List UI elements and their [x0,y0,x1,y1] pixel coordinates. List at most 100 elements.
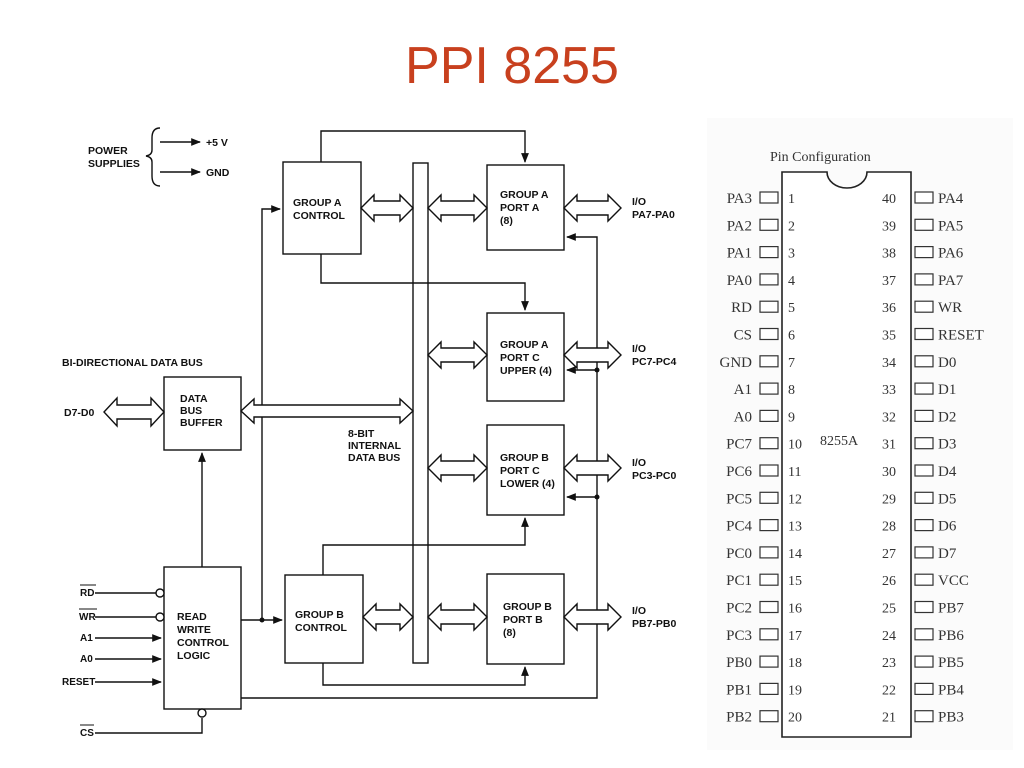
arrow-bus-portb [427,602,488,632]
porta-line-1: GROUP A [500,189,549,201]
cs-bubble [197,708,207,718]
pin-box-right [914,218,934,231]
pin-num-left: 13 [788,520,802,535]
arrow-portb-io [563,602,622,632]
arrow-bus-pcu [427,340,488,370]
pin-box-right [914,327,934,341]
pin-num-left: 7 [788,356,795,371]
pin-name-left: PC3 [726,628,752,644]
arrow-pcu-io [563,340,622,370]
pin-box-right [914,628,934,641]
pin-name-left: PC2 [726,601,752,617]
arrow-bus-porta [427,193,488,223]
pin-name-left: CS [734,328,752,344]
link-gbc-portb [322,663,529,686]
gbc-line-2: CONTROL [295,622,347,634]
pin-name-right: PB7 [938,601,964,617]
pin-num-left: 14 [788,547,802,562]
pcl-line-1: GROUP B [500,452,549,464]
pin-name-right: PB3 [938,710,964,726]
input-reset: RESET [62,677,95,688]
rw-line-1: READ [177,611,207,623]
pin-num-right: 26 [882,574,896,589]
pin-name-left: PA2 [727,218,752,234]
arrow-buffer-internal [239,397,415,425]
io-range-pcu: PC7-PC4 [632,356,677,368]
pin-num-left: 15 [788,574,802,589]
pin-box-left [759,382,779,395]
pin-box-right [914,382,934,395]
io-label-portb: I/O [632,605,646,617]
porta-line-3: (8) [500,215,513,227]
pin-name-right: PA6 [938,246,964,262]
pin-box-left [759,409,779,422]
pin-name-left: PC7 [726,437,752,453]
pin-box-right [914,300,934,313]
pin-name-right: PA7 [938,273,964,289]
pin-box-left [759,246,779,259]
pin-box-right [914,600,934,614]
pin-name-left: PC5 [726,491,752,507]
pin-num-right: 32 [882,410,896,425]
pin-name-left: PA0 [727,273,752,289]
pin-name-left: PB2 [726,710,752,726]
io-label-pcl: I/O [632,457,646,469]
pcu-line-2: PORT C [500,352,540,364]
input-cs: CS [80,728,94,739]
pin-name-right: PA5 [938,218,963,234]
pin-box-left [759,273,779,286]
pin-name-right: WR [938,300,962,316]
pin-num-right: 40 [882,192,896,207]
pin-num-right: 24 [882,629,896,644]
pin-box-left [759,628,779,641]
pin-box-right [914,273,934,286]
slide-title: PPI 8255 [405,37,619,95]
pin-name-left: PC6 [726,464,752,480]
databus-label: BI-DIRECTIONAL DATA BUS [62,357,203,369]
pin-box-right [914,409,934,422]
pin-name-right: D1 [938,382,956,398]
pin-box-left [759,518,779,532]
cs-line [95,718,203,734]
pin-name-right: D0 [938,355,956,371]
pin-name-right: D4 [938,464,957,480]
pin-num-left: 17 [788,629,802,644]
gbc-line-1: GROUP B [295,609,344,621]
pin-num-right: 38 [882,247,896,262]
arrow-porta-io [563,193,622,223]
pin-num-left: 6 [788,329,795,344]
pcl-line-3: LOWER (4) [500,478,555,490]
pin-box-left [759,300,779,313]
power-brace [145,127,161,187]
arrow-pcl-io [563,453,622,483]
pin-num-right: 22 [882,683,896,698]
pin-box-right [914,546,934,559]
pin-name-left: PA3 [727,191,752,207]
link-gac-pcu [320,254,529,311]
io-label-pcu: I/O [632,343,646,355]
group-a-port-c-upper-box [486,312,565,402]
pin-name-left: PB1 [726,682,752,698]
pin-name-left: GND [720,355,753,371]
pin-box-left [759,327,779,341]
portb-line-1: GROUP B [503,601,552,613]
pin-num-left: 3 [788,247,795,262]
pin-num-left: 5 [788,301,795,316]
io-range-portb: PB7-PB0 [632,618,677,630]
pin-box-left [759,682,779,696]
pin-name-right: D7 [938,546,957,562]
pin-box-left [759,573,779,586]
pin-box-right [914,191,934,204]
pin-box-right [914,682,934,696]
pin-num-left: 18 [788,656,802,671]
dbb-line-3: BUFFER [180,417,223,429]
pin-box-left [759,655,779,668]
rw-line-3: CONTROL [177,637,229,649]
pin-name-right: PB4 [938,682,964,698]
group-b-port-c-lower-box [486,424,565,516]
pin-name-left: PA1 [727,246,752,262]
pin-box-left [759,191,779,204]
rw-to-gac [261,205,281,620]
